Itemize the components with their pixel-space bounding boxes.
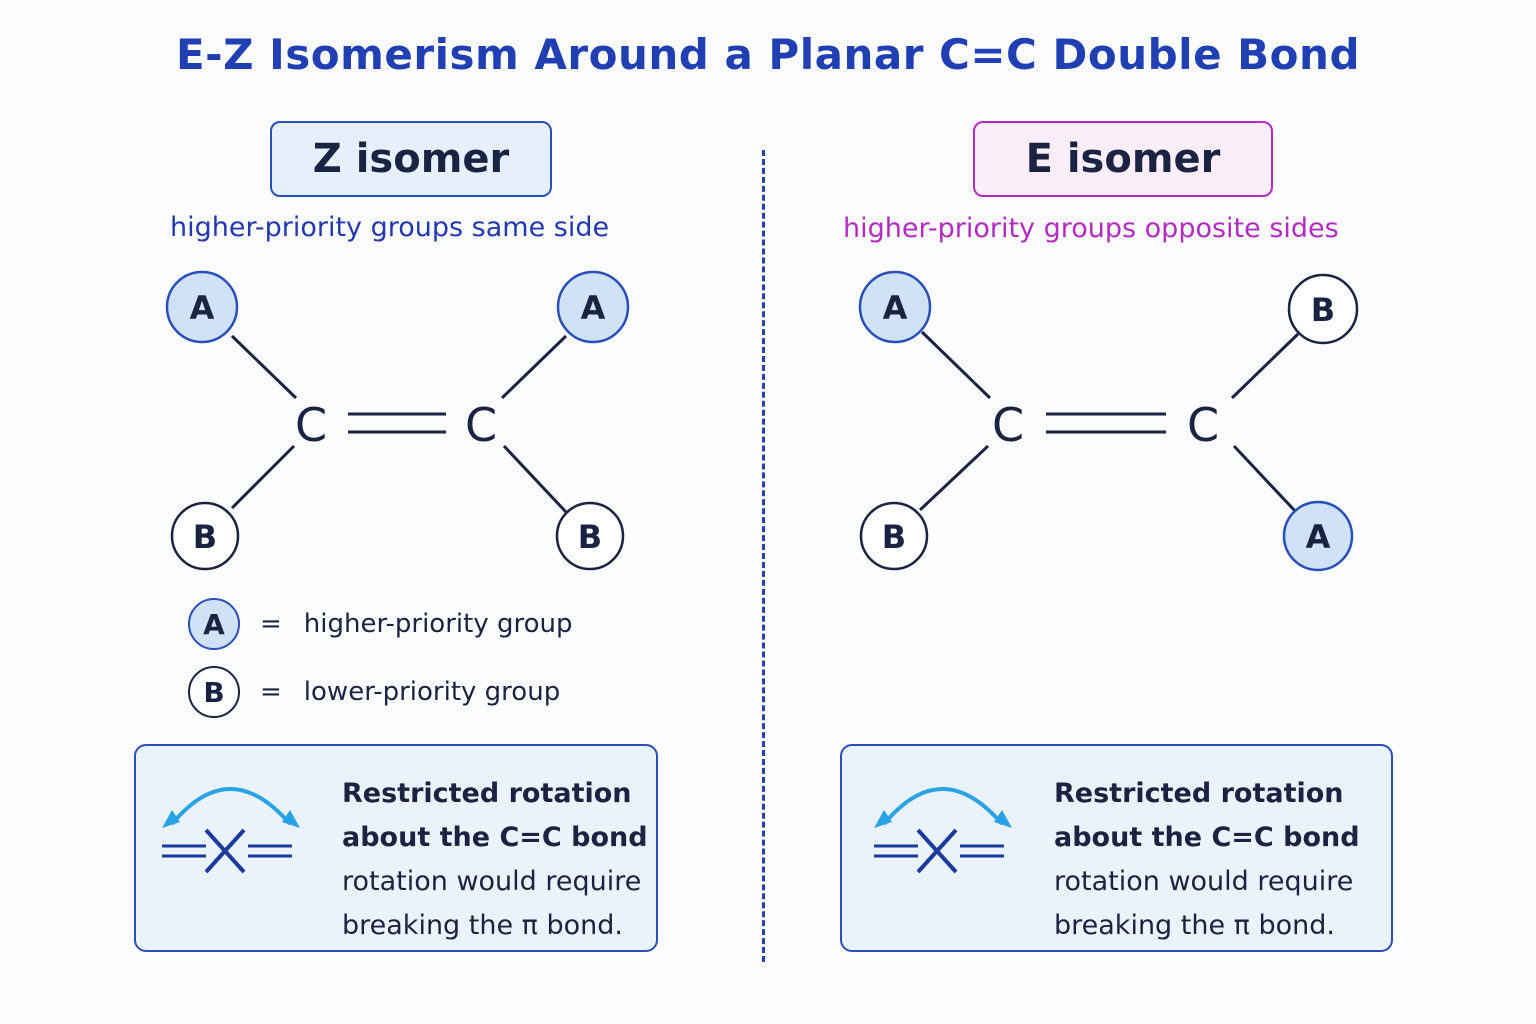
info-line-3: rotation would require xyxy=(1054,866,1354,897)
info-line-2: about the C=C bond xyxy=(342,822,648,853)
z-bond-top-left xyxy=(230,334,298,400)
legend-item-high-priority: A = higher-priority group xyxy=(188,598,572,650)
rotation-arrow-head-right xyxy=(282,810,300,828)
z-group-bottom-right: B xyxy=(578,518,602,556)
panel-divider xyxy=(762,150,765,962)
legend-text-high: higher-priority group xyxy=(303,609,573,639)
info-line-4: breaking the π bond. xyxy=(342,910,623,941)
legend-equals: = xyxy=(260,609,282,639)
rotation-arrow-head-left xyxy=(162,810,180,828)
restricted-rotation-text-left: Restricted rotation about the C=C bond r… xyxy=(342,772,648,948)
e-carbon-left: C xyxy=(992,398,1024,452)
legend-text-low: lower-priority group xyxy=(303,677,561,707)
z-group-top-left: A xyxy=(190,289,215,327)
z-group-bottom-left-circle xyxy=(170,501,240,571)
info-line-4: breaking the π bond. xyxy=(1054,910,1335,941)
e-isomer-label-box: E isomer xyxy=(973,121,1273,197)
restricted-rotation-icon xyxy=(874,787,1012,874)
e-group-bottom-left: B xyxy=(882,518,906,556)
e-bond-top-right xyxy=(1230,332,1300,400)
restricted-rotation-box-right: Restricted rotation about the C=C bond r… xyxy=(840,744,1393,952)
z-bond-bottom-right xyxy=(502,444,568,514)
legend-equals: = xyxy=(260,677,282,707)
z-group-top-right: A xyxy=(581,289,606,327)
e-group-top-right: B xyxy=(1311,291,1335,329)
z-group-bottom-left: B xyxy=(193,518,217,556)
page-title: E-Z Isomerism Around a Planar C=C Double… xyxy=(175,30,1361,79)
rotation-arrow-arc xyxy=(882,787,1004,826)
e-group-top-left: A xyxy=(883,289,908,327)
e-group-bottom-right: A xyxy=(1306,518,1331,556)
e-group-top-right-circle xyxy=(1287,273,1359,345)
z-bond-bottom-left xyxy=(230,444,296,510)
e-carbon-right: C xyxy=(1187,398,1219,452)
rotation-arrow-head-left xyxy=(874,810,892,828)
e-isomer-label: E isomer xyxy=(1025,136,1221,182)
z-isomer-label-box: Z isomer xyxy=(270,121,552,197)
info-line-1: Restricted rotation xyxy=(342,778,632,809)
legend-symbol-a: A xyxy=(188,598,240,650)
info-line-2: about the C=C bond xyxy=(1054,822,1360,853)
rotation-arrow-arc xyxy=(170,787,292,826)
rotation-arrow-head-right xyxy=(994,810,1012,828)
e-bond-bottom-right xyxy=(1232,444,1298,514)
restricted-rotation-icon xyxy=(162,787,300,874)
e-group-bottom-left-circle xyxy=(859,501,929,571)
restricted-rotation-text-right: Restricted rotation about the C=C bond r… xyxy=(1054,772,1360,948)
e-group-top-left-circle xyxy=(858,270,932,344)
legend-symbol-b: B xyxy=(188,666,240,718)
info-line-3: rotation would require xyxy=(342,866,642,897)
z-carbon-right: C xyxy=(465,398,497,452)
e-group-bottom-right-circle xyxy=(1282,500,1354,572)
z-isomer-subtitle: higher-priority groups same side xyxy=(170,212,610,243)
z-isomer-structure: C C A A B B xyxy=(165,270,630,571)
e-isomer-structure: C C A B B A xyxy=(858,270,1359,572)
z-bond-top-right xyxy=(500,334,568,400)
e-isomer-subtitle: higher-priority groups opposite sides xyxy=(843,213,1339,244)
e-bond-bottom-left xyxy=(918,444,990,512)
cross-icon xyxy=(204,828,246,874)
z-group-bottom-right-circle xyxy=(555,501,625,571)
z-carbon-left: C xyxy=(295,398,327,452)
z-group-top-left-circle xyxy=(165,270,239,344)
z-isomer-label: Z isomer xyxy=(312,136,510,182)
e-bond-top-left xyxy=(920,330,992,400)
legend-item-low-priority: B = lower-priority group xyxy=(188,666,560,718)
info-line-1: Restricted rotation xyxy=(1054,778,1344,809)
restricted-rotation-box-left: Restricted rotation about the C=C bond r… xyxy=(134,744,658,952)
cross-icon xyxy=(916,828,958,874)
z-group-top-right-circle xyxy=(556,270,630,344)
